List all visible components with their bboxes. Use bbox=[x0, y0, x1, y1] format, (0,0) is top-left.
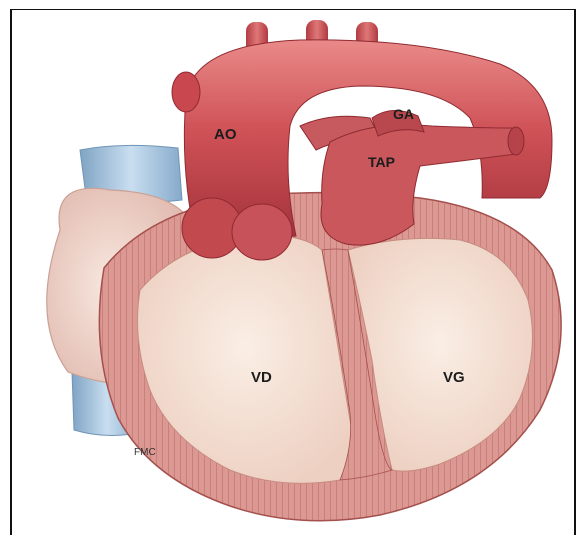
label-small-note: FMC bbox=[134, 447, 156, 458]
label-vd: VD bbox=[251, 369, 272, 386]
label-ga: GA bbox=[393, 106, 414, 122]
label-tap: TAP bbox=[368, 154, 395, 170]
label-ao: AO bbox=[214, 126, 237, 143]
label-vg: VG bbox=[443, 369, 465, 386]
